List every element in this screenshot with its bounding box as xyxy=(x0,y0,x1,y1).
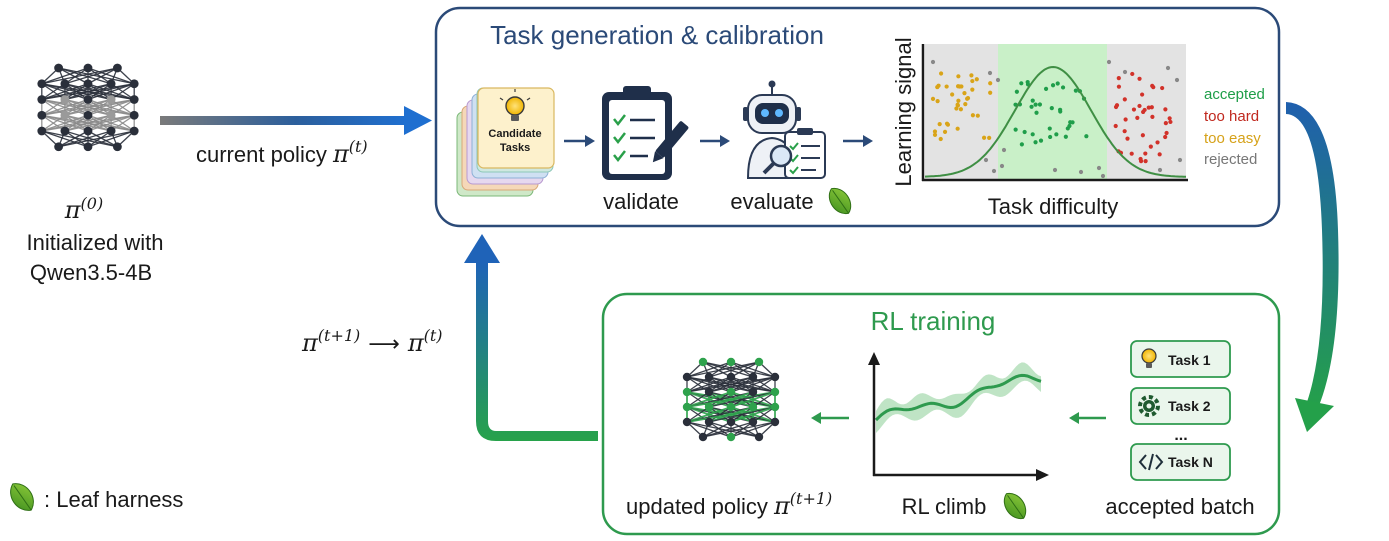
legend-rejected: rejected xyxy=(1204,151,1257,168)
too-easy-region xyxy=(925,44,998,179)
difficulty-plot xyxy=(921,44,1188,182)
validate-label: validate xyxy=(603,189,679,214)
learning-signal-curve xyxy=(924,65,1187,178)
too-hard-region xyxy=(1107,44,1186,179)
arrow-evaluate-to-plot xyxy=(843,135,873,147)
task-generation-title: Task generation & calibration xyxy=(490,20,824,50)
current-policy-label: current policy π(t) xyxy=(196,137,368,168)
code-icon xyxy=(1138,453,1164,471)
arrow-climb-to-policy xyxy=(811,412,849,424)
rl-climb-label: RL climb xyxy=(902,494,987,519)
updated-network-icon xyxy=(682,357,780,442)
task-card-1: Task 1 xyxy=(1130,340,1231,378)
plot-legend: accepted too hard too easy rejected xyxy=(1204,86,1265,168)
updated-policy-label: updated policy π(t+1) xyxy=(626,489,832,520)
leaf-harness-note: : Leaf harness xyxy=(44,487,183,512)
candidate-tasks-card-stack xyxy=(456,87,555,197)
rl-training-title: RL training xyxy=(871,306,996,336)
arrow-validate-to-evaluate xyxy=(700,135,730,147)
accepted-batch-label: accepted batch xyxy=(1105,494,1254,519)
task-2-label: Task 2 xyxy=(1168,398,1211,414)
legend-accepted: accepted xyxy=(1204,86,1265,103)
initial-policy-line1: Initialized with xyxy=(27,230,164,255)
rl-climb-line xyxy=(874,373,1042,422)
leaf-icon xyxy=(828,188,852,214)
plot-xlabel: Task difficulty xyxy=(988,194,1118,219)
rl-training-frame xyxy=(601,292,1281,536)
legend-too-easy: too easy xyxy=(1204,130,1261,147)
arrow-batch-to-climb xyxy=(1069,412,1106,424)
plot-ylabel: Learning signal xyxy=(891,37,916,186)
clipboard-checklist-icon xyxy=(602,86,689,180)
leaf-icon xyxy=(10,483,34,511)
arrow-candidate-to-validate xyxy=(564,135,595,147)
rl-climb-plot xyxy=(868,352,1049,481)
to-rl-training-arrow xyxy=(1286,102,1339,432)
lightbulb-icon xyxy=(1141,348,1157,368)
legend-too-hard: too hard xyxy=(1204,108,1259,125)
task-ellipsis: ... xyxy=(1174,427,1187,444)
candidate-line1: Candidate xyxy=(488,128,541,140)
current-policy-arrow xyxy=(160,106,432,135)
evaluate-label: evaluate xyxy=(730,189,813,214)
initial-policy-symbol: π(0) xyxy=(64,194,103,224)
robot-evaluator-icon xyxy=(743,80,826,179)
rl-climb-band xyxy=(876,362,1041,433)
policy-update-return-arrow xyxy=(464,234,598,441)
gear-icon xyxy=(1138,395,1160,417)
initial-policy-line2: Qwen3.5-4B xyxy=(30,260,152,285)
candidate-line2: Tasks xyxy=(500,142,530,154)
policy-update-rule: π(t+1)⟶π(t) xyxy=(301,326,443,357)
task-card-2: Task 2 xyxy=(1130,387,1231,425)
task-card-n: Task N xyxy=(1130,443,1231,481)
lightbulb-icon xyxy=(499,89,531,121)
task-n-label: Task N xyxy=(1168,454,1213,470)
leaf-icon xyxy=(1003,493,1027,519)
initial-network-icon xyxy=(37,63,139,152)
task-1-label: Task 1 xyxy=(1168,352,1211,368)
